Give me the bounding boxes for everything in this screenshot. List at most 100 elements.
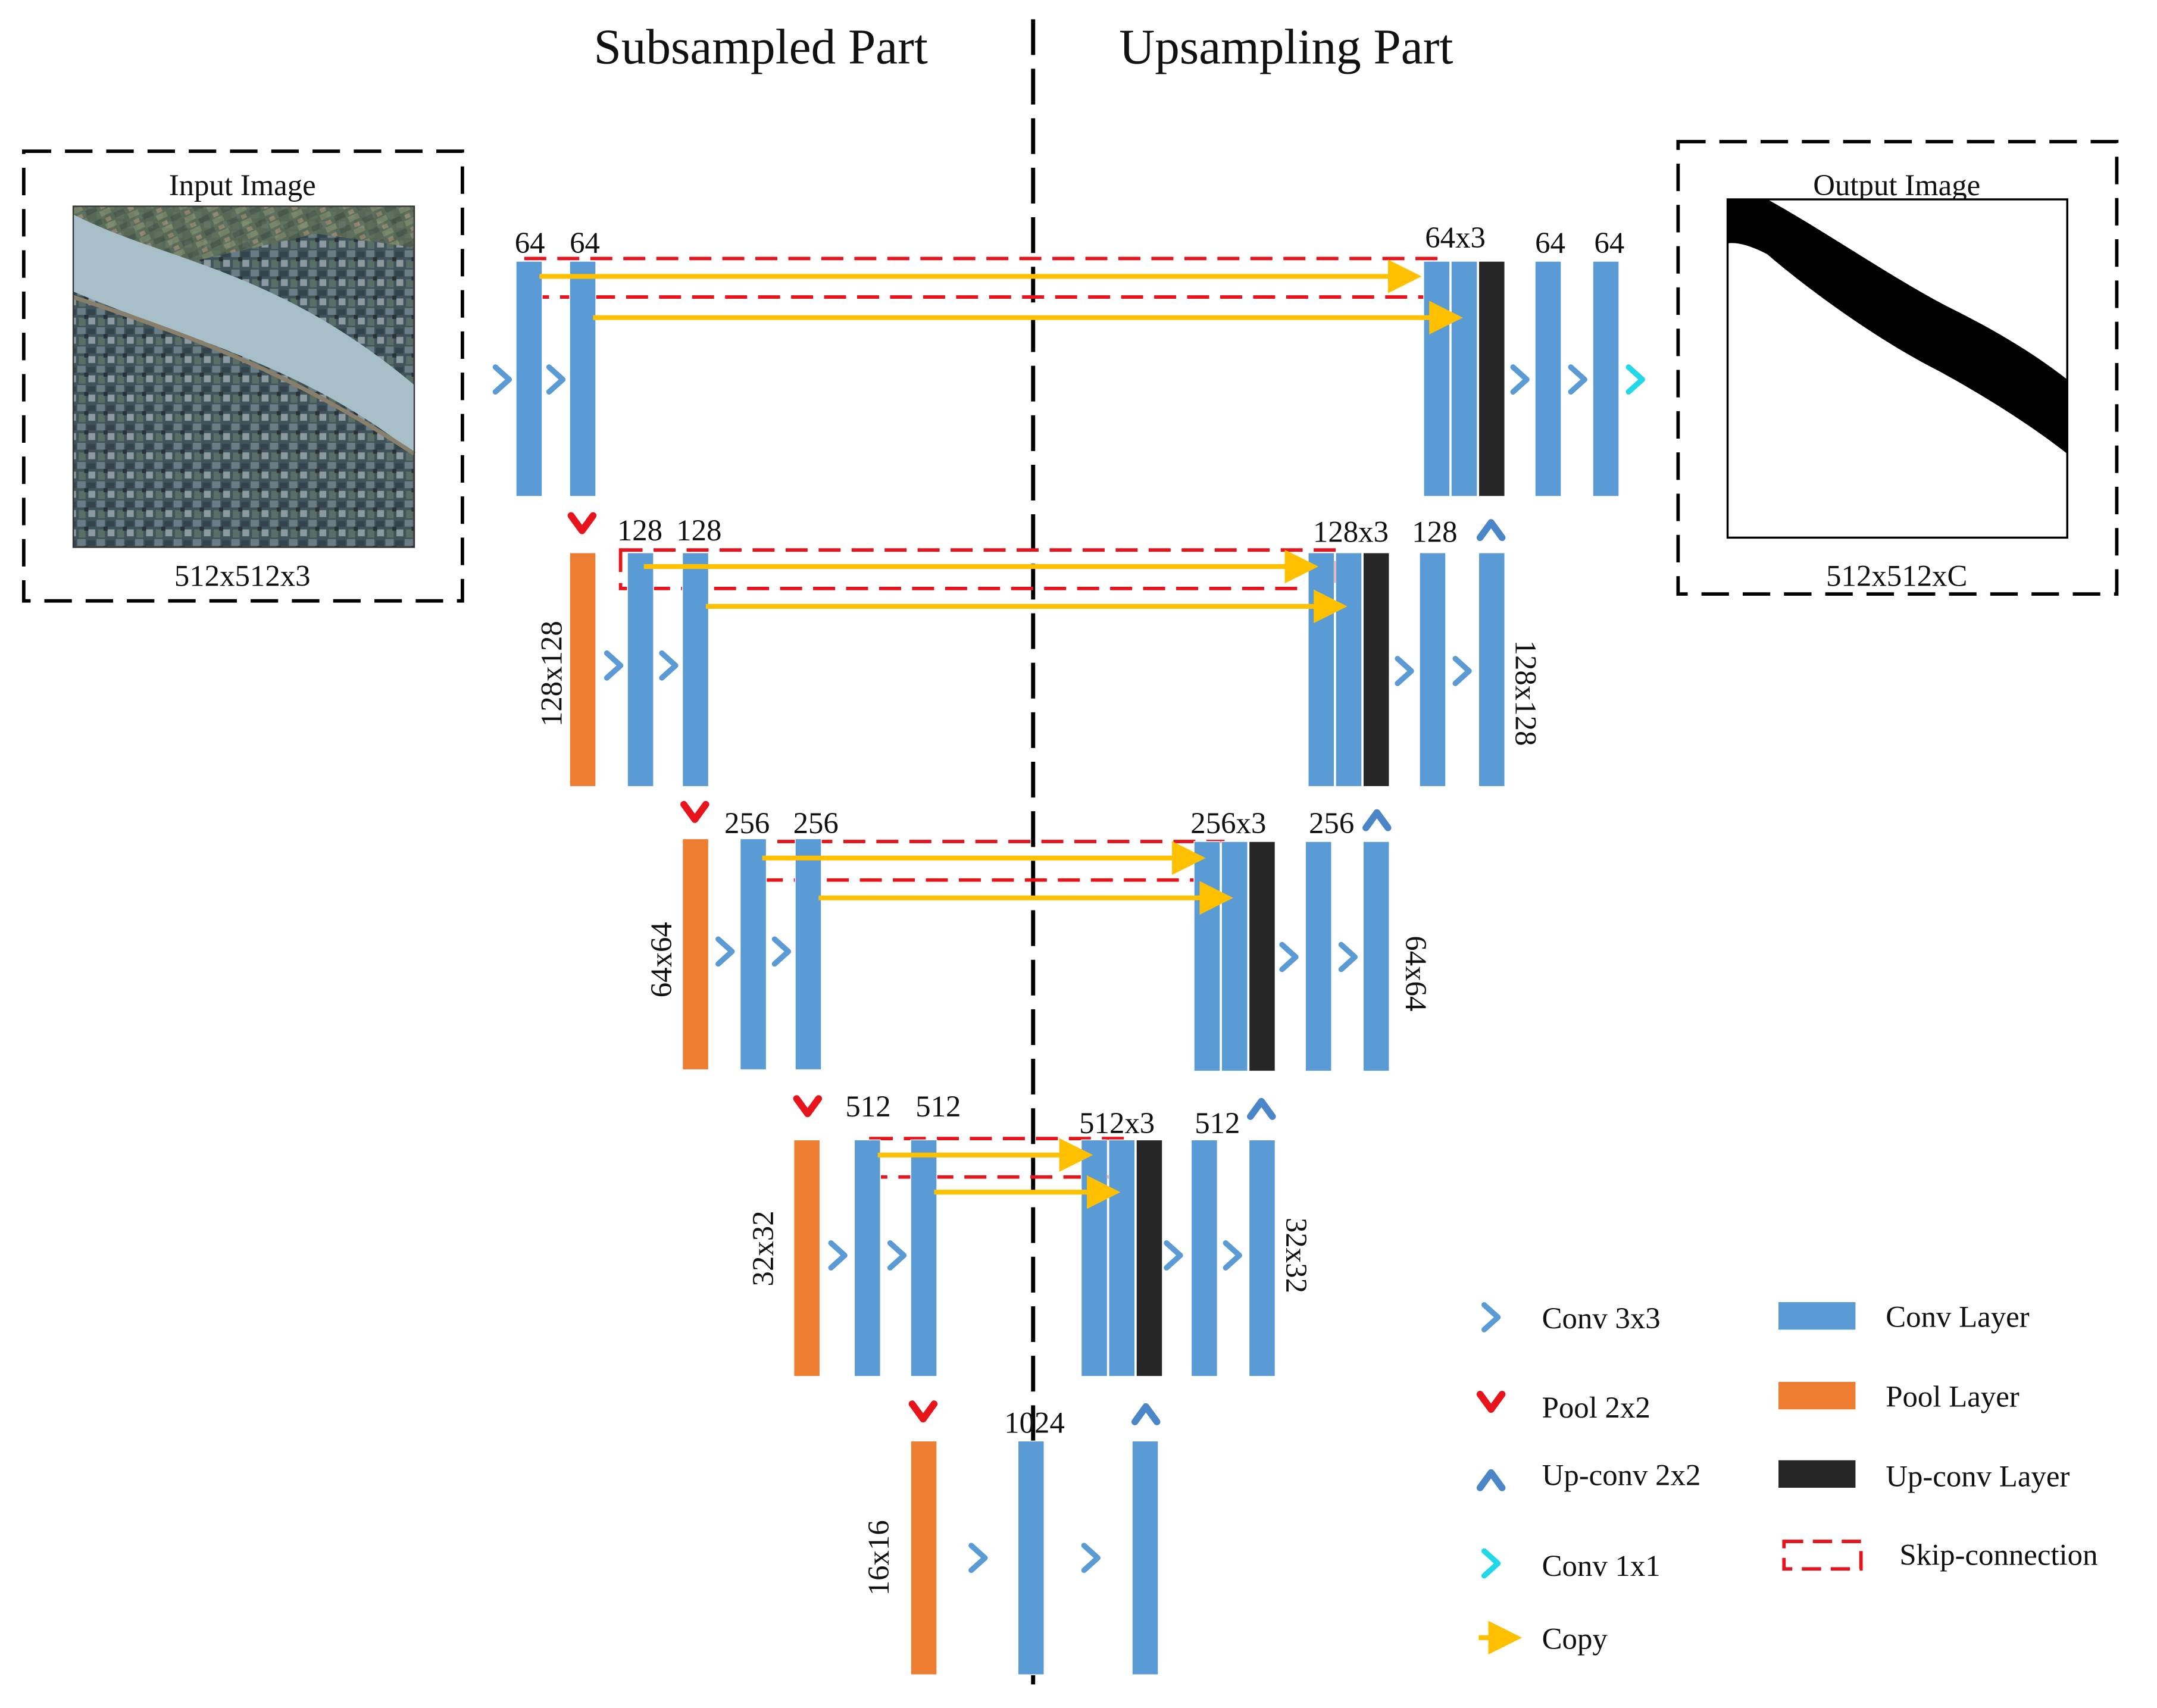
dec1-upconv-bar: [1478, 261, 1505, 497]
output-segmentation-mask: [1726, 198, 2068, 539]
legend-upconv2x2-label: Up-conv 2x2: [1542, 1458, 1701, 1491]
enc3-ch-a-label: 256: [724, 806, 770, 840]
conv3x3-icon: [1510, 364, 1530, 395]
pool2x2-icon: [680, 800, 709, 823]
dec1-ch-b-label: 64: [1594, 226, 1624, 259]
conv3x3-icon: [1279, 941, 1299, 972]
dec3-upconv-bar: [1248, 841, 1276, 1072]
conv3x3-icon: [659, 650, 679, 681]
bottleneck-conv-b-bar: [1131, 1440, 1159, 1675]
dec3-concat-label: 256x3: [1190, 806, 1266, 840]
input-image-title: Input Image: [169, 168, 316, 202]
upconv2x2-icon: [1476, 519, 1506, 542]
conv3x3-icon: [492, 364, 512, 395]
upconv2x2-icon: [1362, 809, 1392, 831]
dec4-concat-label: 512x3: [1079, 1106, 1155, 1140]
dec2-conv-b-bar: [1478, 552, 1505, 787]
legend-pool2x2-icon: [1476, 1391, 1506, 1413]
output-image-frame: [1676, 140, 2119, 596]
legend-copy-label: Copy: [1542, 1622, 1608, 1655]
bottleneck-pool-bar: [910, 1440, 937, 1675]
enc4-ch-a-label: 512: [845, 1090, 890, 1123]
enc2-ch-a-label: 128: [617, 514, 662, 547]
legend-skip-swatch: [1782, 1540, 1863, 1571]
dec2-copy-b-bar: [1335, 552, 1362, 787]
legend-upconv-layer-label: Up-conv Layer: [1886, 1460, 2070, 1493]
legend-upconv2x2-icon: [1476, 1469, 1506, 1491]
bottleneck-conv-a-bar: [1017, 1440, 1045, 1675]
dec3-conv-a-bar: [1305, 841, 1332, 1072]
input-satellite-image: [72, 205, 415, 548]
dec1-conv-b-bar: [1592, 261, 1620, 497]
conv3x3-icon: [1395, 656, 1414, 686]
conv1x1-icon: [1625, 364, 1645, 395]
upconv2x2-icon: [1247, 1097, 1276, 1120]
legend-conv-layer-swatch: [1778, 1302, 1856, 1330]
dec4-conv-a-bar: [1190, 1139, 1218, 1377]
legend-pool-layer-swatch: [1778, 1382, 1856, 1410]
dec3-copy-a-bar: [1193, 841, 1221, 1072]
enc3-conv-a-bar: [739, 838, 767, 1071]
enc1-ch-b-label: 64: [570, 226, 600, 259]
legend-conv1x1-icon: [1481, 1548, 1501, 1579]
operation-markers: [492, 364, 1645, 1574]
legend-skip-label: Skip-connection: [1899, 1538, 2097, 1571]
dec3-ch-label: 256: [1309, 806, 1354, 840]
enc1-conv-a-bar: [515, 261, 543, 497]
copy-arrows: [539, 259, 1463, 1209]
dec2-ch-label: 128: [1412, 515, 1457, 548]
dec1-ch-a-label: 64: [1535, 226, 1565, 259]
enc2-pool-bar: [569, 552, 596, 787]
conv3x3-icon: [546, 364, 566, 395]
input-image-caption: 512x512x3: [174, 559, 311, 592]
upconv2x2-icon: [1131, 1403, 1161, 1425]
bottleneck-ch-label: 1024: [1004, 1406, 1065, 1440]
conv3x3-icon: [968, 1543, 988, 1574]
legend-upconv-layer-swatch: [1778, 1460, 1856, 1488]
enc4-conv-b-bar: [910, 1139, 937, 1377]
dec2-conv-a-bar: [1419, 552, 1446, 787]
enc2-ch-b-label: 128: [676, 514, 721, 547]
legend-conv3x3-icon: [1481, 1302, 1501, 1332]
pool2x2-icon: [793, 1095, 823, 1118]
legend-conv1x1-label: Conv 1x1: [1542, 1549, 1661, 1582]
dec3-size-label: 64x64: [1399, 936, 1433, 1011]
enc3-ch-b-label: 256: [793, 806, 839, 840]
conv3x3-icon: [771, 936, 792, 967]
enc2-conv-b-bar: [682, 552, 709, 787]
bottleneck-size-label: 16x16: [862, 1520, 895, 1596]
conv3x3-icon: [828, 1240, 848, 1271]
legend-pool2x2-label: Pool 2x2: [1542, 1391, 1650, 1424]
input-image-frame: [21, 149, 464, 603]
pool2x2-icon: [567, 512, 597, 534]
conv3x3-icon: [1081, 1543, 1101, 1574]
dec2-upconv-bar: [1362, 552, 1390, 787]
enc4-conv-a-bar: [854, 1139, 881, 1377]
enc1-ch-a-label: 64: [515, 226, 545, 259]
dec1-copy-a-bar: [1423, 261, 1450, 497]
subsampled-heading: Subsampled Part: [594, 19, 928, 74]
legend-conv-layer-label: Conv Layer: [1886, 1300, 2029, 1334]
dec1-concat-label: 64x3: [1425, 221, 1486, 254]
conv3x3-icon: [604, 650, 624, 681]
enc3-pool-bar: [682, 838, 709, 1071]
output-image-caption: 512x512xC: [1826, 559, 1967, 592]
conv3x3-icon: [1164, 1240, 1183, 1271]
dec4-conv-b-bar: [1248, 1139, 1276, 1377]
conv3x3-icon: [1338, 941, 1358, 972]
pool2x2-icon: [908, 1400, 938, 1423]
conv3x3-icon: [1223, 1240, 1242, 1271]
dec1-copy-b-bar: [1450, 261, 1478, 497]
legend-conv3x3-label: Conv 3x3: [1542, 1302, 1661, 1335]
dec3-conv-b-bar: [1362, 841, 1390, 1072]
conv3x3-icon: [1452, 656, 1472, 686]
dec3-copy-b-bar: [1221, 841, 1248, 1072]
dec2-size-label: 128x128: [1509, 640, 1543, 746]
enc3-size-label: 64x64: [645, 922, 678, 997]
dec4-copy-b-bar: [1108, 1139, 1136, 1377]
dec4-copy-a-bar: [1080, 1139, 1108, 1377]
upsampling-heading: Upsampling Part: [1119, 19, 1453, 74]
enc2-size-label: 128x128: [534, 621, 568, 727]
enc4-pool-bar: [793, 1139, 821, 1377]
